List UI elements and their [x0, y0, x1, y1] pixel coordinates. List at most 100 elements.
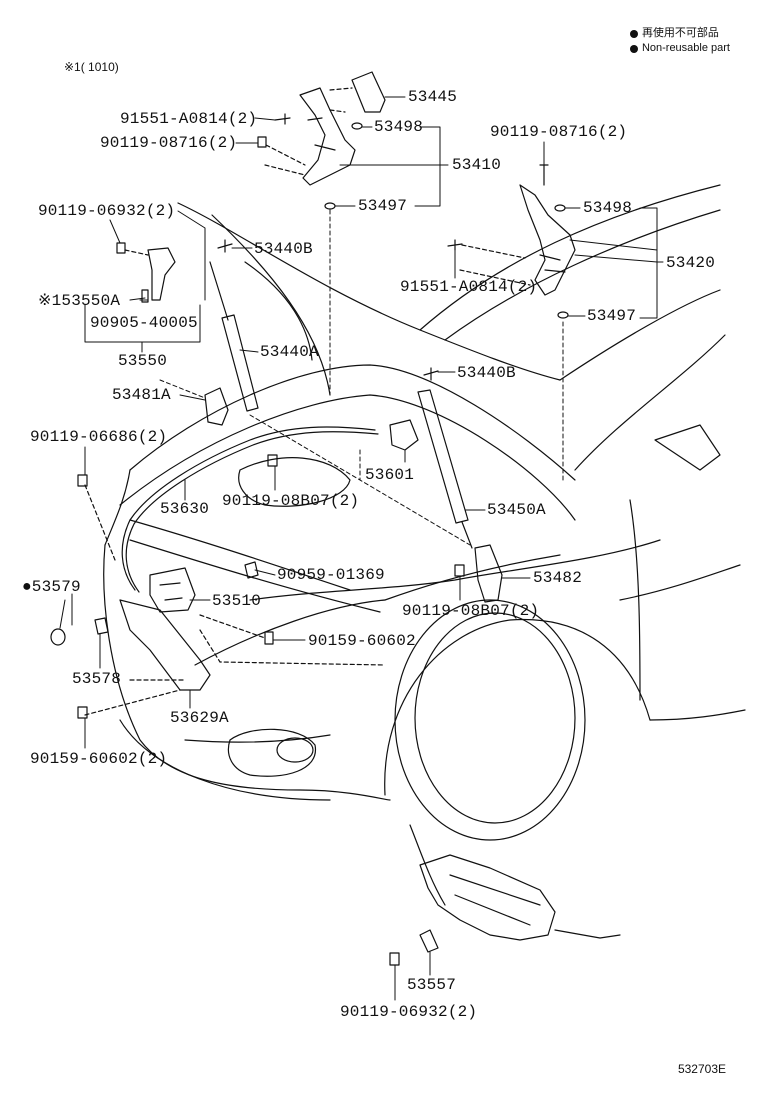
bolt-90119-08b07-right	[454, 564, 465, 577]
hood-support-rod-assembly	[116, 242, 176, 303]
label-90119-08716-left: 90119-08716(2)	[100, 134, 238, 152]
windshield-base	[419, 184, 721, 331]
strut-53450a-body	[417, 389, 469, 524]
legend-row-english: Non-reusable part	[629, 41, 730, 56]
bolt-90119-06686	[77, 474, 88, 487]
bumper-left-edge	[104, 469, 131, 546]
side-body-line	[619, 564, 741, 601]
grille-opening	[194, 599, 386, 666]
bolt-90119-06932-left	[116, 242, 126, 254]
under-cover-tail	[554, 929, 621, 939]
bracket-53550a	[147, 247, 176, 301]
label-53630: 53630	[160, 500, 210, 518]
ball-stud-53440b-mid	[423, 367, 439, 381]
leader-53420	[569, 207, 664, 319]
hood-strut-right	[417, 367, 473, 549]
a-pillar-inner	[574, 334, 726, 471]
hinge-left-assembly	[257, 71, 386, 210]
label-53497-right: 53497	[587, 307, 637, 325]
bullet-icon	[629, 44, 638, 53]
release-lever-53601	[389, 419, 419, 451]
hinge-53420-detail	[539, 254, 566, 273]
label-90119-08b07-upper: 90119-08B07(2)	[222, 492, 360, 510]
figure-code: 532703E	[677, 1062, 726, 1076]
label-91551-a0814-right: 91551-A0814(2)	[400, 278, 538, 296]
wheel-arch	[384, 618, 651, 796]
leader-53550-bracket	[84, 304, 201, 353]
front-bumper-lower	[119, 719, 331, 801]
bolt-90119-08b07-left	[267, 454, 278, 467]
washer-53497-left	[324, 202, 336, 210]
bolt-90119-08716-left	[257, 136, 267, 148]
hood-strut-left	[209, 239, 259, 412]
dashed-guide-53445	[329, 87, 353, 113]
radiator-support	[129, 519, 351, 591]
label-90119-08b07-lower: 90119-08B07(2)	[402, 602, 540, 620]
car-body-outline	[103, 184, 746, 906]
headlight-outline	[249, 539, 661, 601]
dash-strut-bracket	[249, 414, 471, 546]
hood-rear-edge	[177, 202, 561, 381]
bracket-53482	[474, 544, 503, 603]
leader-53579	[59, 593, 73, 629]
leader-90119-06932a	[109, 210, 206, 301]
dash-under-cover	[159, 379, 206, 399]
dashed-guide-left-bolt	[264, 144, 306, 176]
leader-90959	[254, 569, 276, 576]
hinge-53410-detail	[307, 117, 336, 151]
label-53420: 53420	[666, 254, 716, 272]
release-cable-53630-b	[125, 431, 379, 593]
release-cable-53630	[121, 426, 376, 591]
legend-japanese-text: 再使用不可部品	[641, 27, 719, 39]
label-53550: 53550	[118, 352, 168, 370]
label-53579: ●53579	[22, 578, 81, 596]
label-90159-60602: 90159-60602	[308, 632, 416, 650]
under-panel-line	[409, 824, 446, 906]
label-90119-08716-right: 90119-08716(2)	[490, 123, 628, 141]
hood-inner-panel	[119, 394, 576, 521]
bolt-91551-left	[274, 113, 291, 125]
door-line	[629, 499, 641, 701]
label-90119-06932-upper: 90119-06932(2)	[38, 202, 176, 220]
hood-front-edge	[129, 364, 576, 481]
hood-crease	[211, 214, 331, 396]
cap-53579	[50, 628, 66, 646]
dashed-guide-53578	[84, 484, 186, 716]
dashed-guide-53550	[124, 249, 149, 256]
label-90959-01369: 90959-01369	[277, 566, 385, 584]
label-53482: 53482	[533, 569, 583, 587]
engine-cover-edge	[238, 457, 351, 507]
label-53497-left: 53497	[358, 197, 408, 215]
a-pillar	[559, 289, 721, 381]
label-53557: 53557	[407, 976, 457, 994]
label-53550a: ※153550A	[38, 292, 121, 310]
strut-53440a-body	[221, 314, 259, 412]
grille-lower-line	[184, 734, 331, 743]
leader-53497a-bracket	[414, 126, 441, 207]
legend: 再使用不可部品 Non-reusable part	[629, 26, 730, 56]
dashed-guide-lock	[199, 614, 386, 666]
tire-inner	[414, 612, 576, 824]
label-53440b-lower: 53440B	[457, 364, 516, 382]
label-91551-a0814-left: 91551-A0814(2)	[120, 110, 258, 128]
washer-53498-right	[554, 204, 566, 212]
label-53445: 53445	[408, 88, 458, 106]
legend-row-japanese: 再使用不可部品	[629, 26, 730, 41]
washer-53497-right	[557, 311, 569, 319]
label-53440a: 53440A	[260, 343, 319, 361]
label-53410: 53410	[452, 156, 502, 174]
fog-lamp	[276, 737, 314, 763]
legend-english-text: Non-reusable part	[641, 42, 730, 54]
label-53498-right: 53498	[583, 199, 633, 217]
washer-53498-left	[351, 122, 363, 130]
strut-53440a-rod	[209, 261, 229, 321]
label-90159-60602-2: 90159-60602(2)	[30, 750, 168, 768]
hood-lock-detail	[159, 582, 183, 601]
tire	[394, 599, 586, 841]
hood-lock-53510	[149, 567, 196, 613]
under-cover-53557	[419, 854, 556, 941]
hinge-53420	[519, 184, 576, 296]
bullet-icon	[629, 29, 638, 38]
